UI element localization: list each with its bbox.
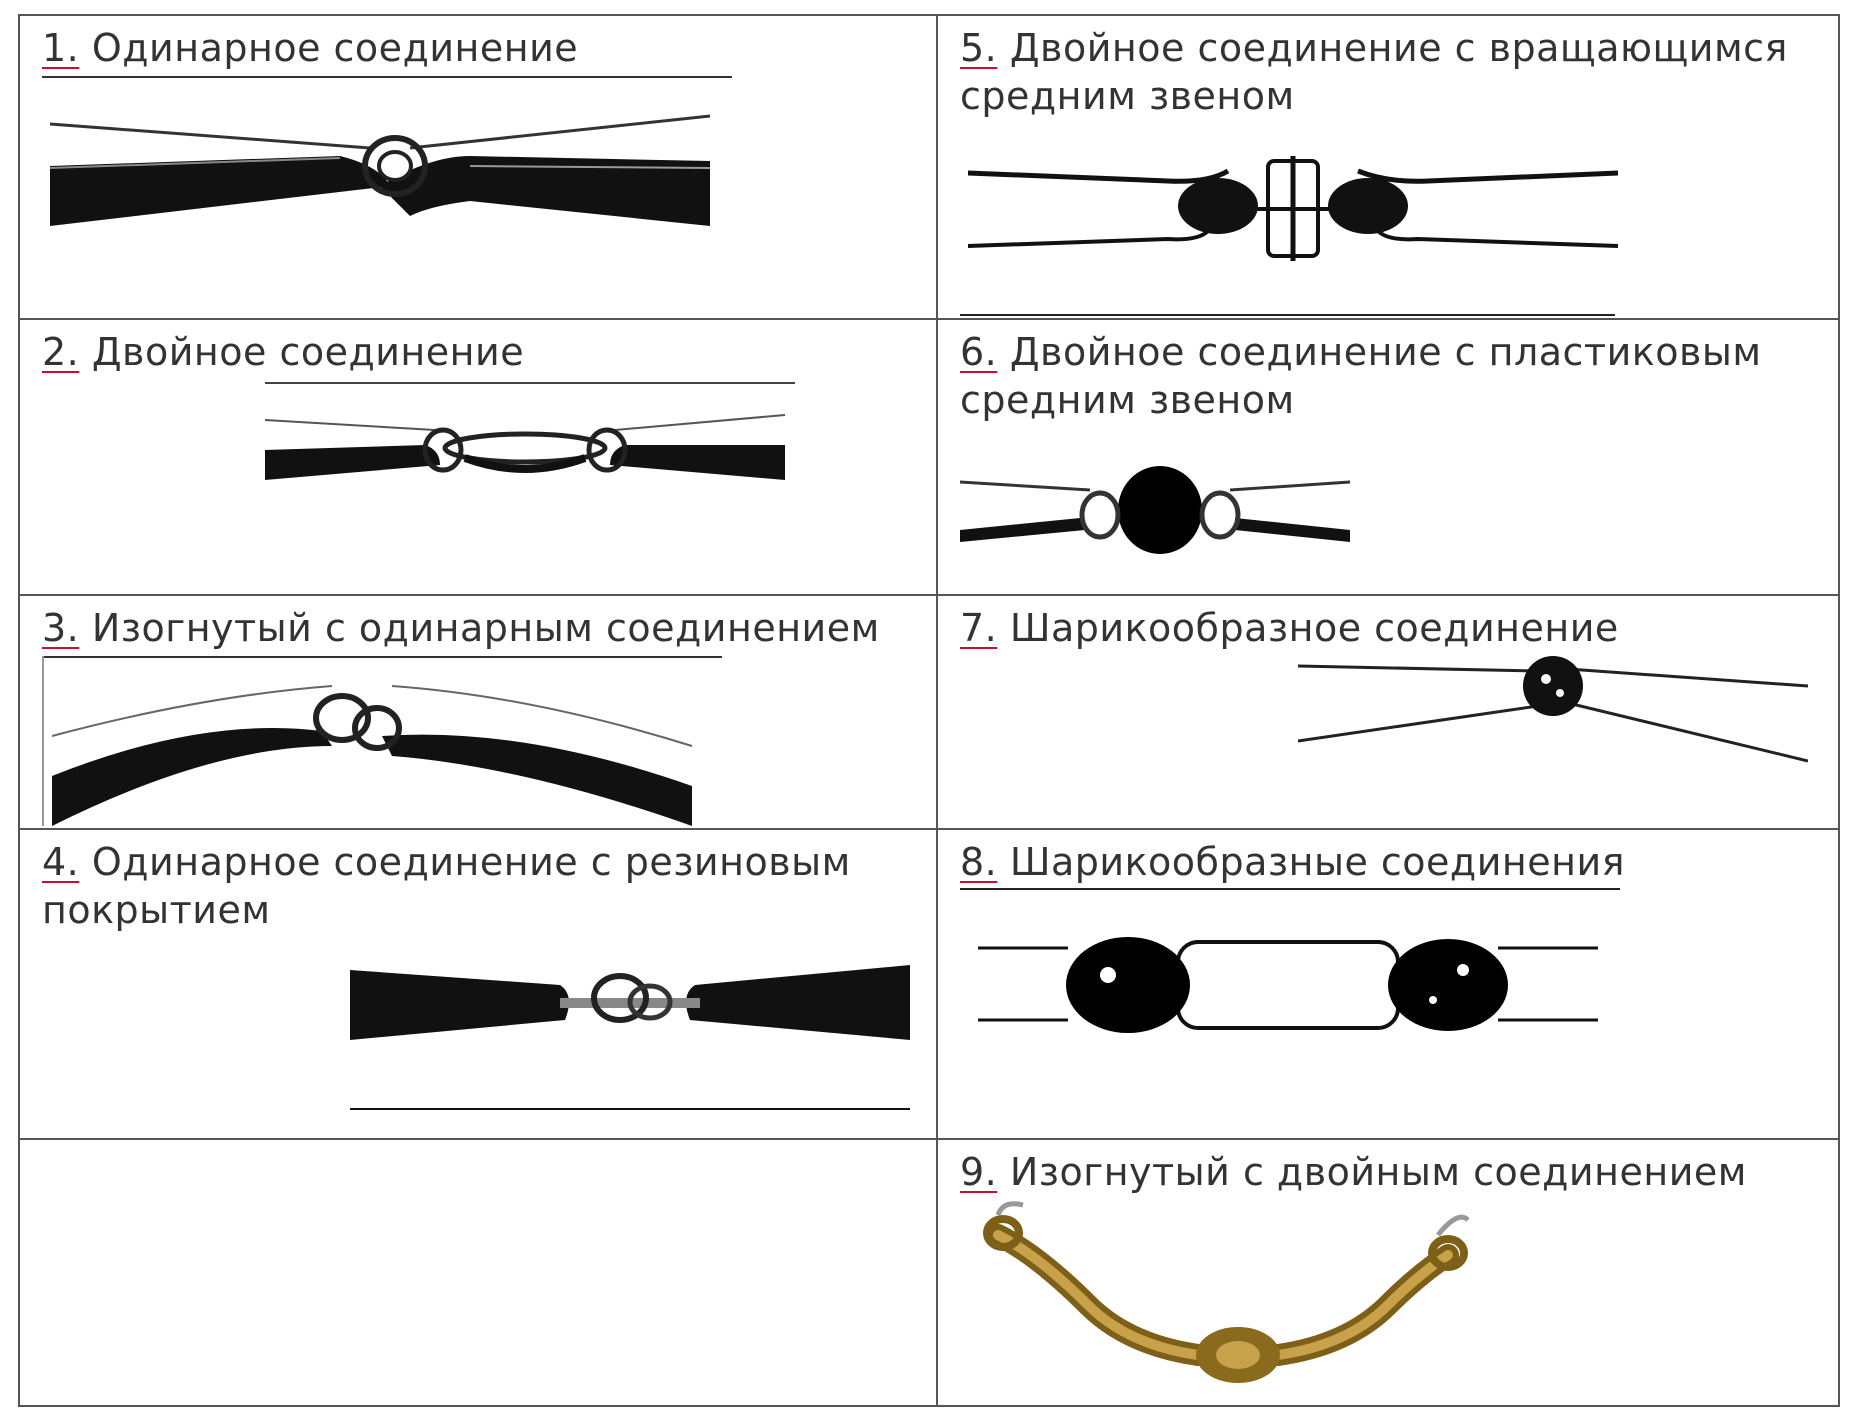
cell-3-curved-single-joint: 3. Изогнутый с одинарным соединением: [20, 596, 936, 828]
cell-9-label: Изогнутый с двойным соединением: [1009, 1150, 1747, 1194]
cell-8-number: 8.: [960, 840, 998, 884]
column-divider: [936, 16, 938, 1405]
cell-3-number: 3.: [42, 606, 80, 650]
underline-rule: [42, 76, 732, 78]
cell-4-title: 4. Одинарное соединение с резиновым покр…: [42, 838, 902, 934]
cell-1-single-joint: 1. Одинарное соединение: [20, 16, 936, 318]
cell-6-title: 6. Двойное соединение с пластиковым сред…: [960, 328, 1830, 424]
cell-7-ball-joint: 7. Шарикообразное соединение: [938, 596, 1840, 828]
cell-8-title: 8. Шарикообразные соединения: [960, 838, 1625, 886]
cell-6-label: Двойное соединение с пластиковым средним…: [960, 330, 1762, 422]
plastic-middle-link-bit-illustration: [960, 466, 1351, 554]
double-ball-joint-bit-illustration: [978, 937, 1598, 1033]
cell-5-title: 5. Двойное соединение с вращающимся сред…: [960, 24, 1830, 120]
cell-6-plastic-middle-link: 6. Двойное соединение с пластиковым сред…: [938, 320, 1840, 594]
cell-8-ball-joints: 8. Шарикообразные соединения: [938, 830, 1840, 1138]
row-divider: [20, 828, 936, 830]
cell-1-title: 1. Одинарное соединение: [42, 24, 578, 72]
cell-1-number: 1.: [42, 26, 80, 70]
empty-cell: [20, 1140, 936, 1407]
cell-5-number: 5.: [960, 26, 998, 70]
row-divider: [938, 1138, 1840, 1140]
single-joint-bit-illustration: [50, 114, 711, 226]
cell-1-label: Одинарное соединение: [91, 26, 579, 70]
underline-rule: [42, 656, 722, 658]
row-divider: [938, 318, 1840, 320]
cell-5-swivel-middle-link: 5. Двойное соединение с вращающимся сред…: [938, 16, 1840, 318]
cell-3-label: Изогнутый с одинарным соединением: [91, 606, 880, 650]
brass-curved-double-joint-bit-illustration: [983, 1201, 1470, 1383]
row-divider: [938, 594, 1840, 596]
cell-5-label: Двойное соединение с вращающимся средним…: [960, 26, 1788, 118]
cell-7-number: 7.: [960, 606, 998, 650]
cell-6-number: 6.: [960, 330, 998, 374]
cell-8-label: Шарикообразные соединения: [1009, 840, 1626, 884]
curved-single-joint-bit-illustration: [52, 685, 693, 826]
row-divider: [20, 594, 936, 596]
underline-rule: [960, 888, 1620, 890]
cell-2-double-joint: 2. Двойное соединение: [20, 320, 936, 594]
cell-3-title: 3. Изогнутый с одинарным соединением: [42, 604, 880, 652]
cell-9-title: 9. Изогнутый с двойным соединением: [960, 1148, 1747, 1196]
row-divider: [938, 828, 1840, 830]
cell-9-curved-double-joint: 9. Изогнутый с двойным соединением: [938, 1140, 1840, 1407]
underline-rule: [350, 1108, 910, 1110]
underline-rule: [265, 382, 795, 384]
double-joint-bit-illustration: [265, 414, 785, 480]
swivel-middle-link-bit-illustration: [968, 156, 1618, 261]
cell-7-label: Шарикообразное соединение: [1009, 606, 1619, 650]
cell-2-number: 2.: [42, 330, 80, 374]
cell-4-label: Одинарное соединение с резиновым покрыти…: [42, 840, 851, 932]
cell-2-label: Двойное соединение: [91, 330, 525, 374]
row-divider: [20, 1138, 936, 1140]
left-edge-rule: [42, 656, 44, 826]
ball-joint-bit-illustration: [1298, 656, 1808, 763]
cell-4-rubber-single-joint: 4. Одинарное соединение с резиновым покр…: [20, 830, 936, 1138]
cell-9-number: 9.: [960, 1150, 998, 1194]
row-divider: [20, 318, 936, 320]
underline-rule: [960, 314, 1615, 316]
rubber-mouthpiece-bit-illustration: [350, 965, 910, 1040]
cell-7-title: 7. Шарикообразное соединение: [960, 604, 1619, 652]
cell-4-number: 4.: [42, 840, 80, 884]
snaffle-bits-table: 1. Одинарное соединение 2. Двойное соеди…: [18, 14, 1840, 1407]
cell-2-title: 2. Двойное соединение: [42, 328, 524, 376]
